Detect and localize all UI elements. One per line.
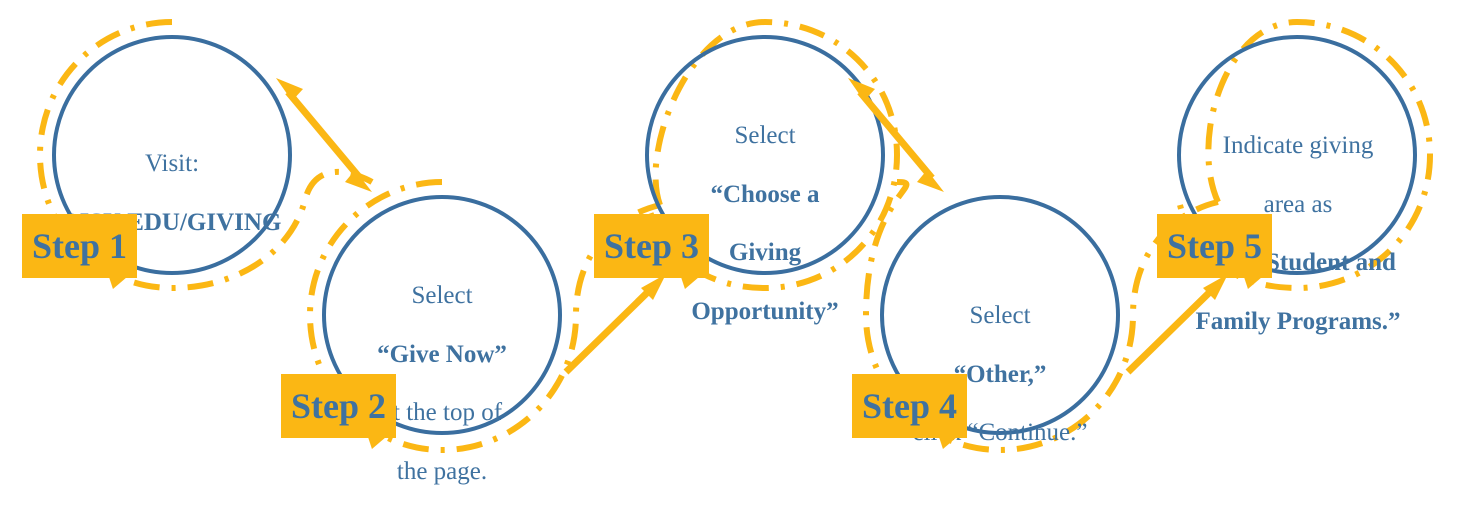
step-5-line-2: area as	[1263, 190, 1333, 218]
step-4-badge-label: Step 4	[861, 386, 958, 426]
ribbon-path-loop-five	[1177, 18, 1434, 292]
step-2-badge-label: Step 2	[290, 386, 387, 426]
step-1-badge[interactable]: Step 1	[22, 214, 137, 289]
step-circle-1	[52, 35, 292, 275]
ribbon-path-upper-left	[36, 19, 374, 292]
step-3-line-4: Opportunity”	[691, 297, 839, 325]
step-5-line-1: Indicate giving	[1222, 132, 1374, 160]
arrow-step4-to-step5	[1125, 274, 1228, 375]
ribbon-path-loop-three	[645, 18, 901, 292]
arrow-step1-to-step2	[276, 78, 372, 192]
step-circle-4	[880, 195, 1120, 435]
step-circle-5	[1177, 35, 1417, 275]
step-3-line-3: Giving	[728, 239, 802, 267]
arrow-step2-to-step3	[563, 274, 666, 375]
step-2-text: Select “Give Now” at the top of the page…	[330, 252, 554, 515]
step-1-badge-label: Step 1	[31, 226, 128, 266]
infographic-canvas: Visit: SJSU.EDU/GIVING Step 1 Select “Gi…	[22, 18, 1434, 485]
step-circle-3	[645, 35, 885, 275]
step-3-text: Select “Choose a Giving Opportunity”	[650, 92, 880, 355]
circles-group	[52, 35, 1417, 435]
step-3-badge-label: Step 3	[603, 226, 700, 266]
step-3-line-2: “Choose a	[710, 180, 820, 208]
ribbon-path-loop-four	[862, 179, 1219, 454]
step-3-badge[interactable]: Step 3	[594, 214, 709, 289]
step-4-line-1: Select	[969, 302, 1031, 330]
step-4-badge[interactable]: Step 4	[852, 374, 967, 449]
arrow-step3-to-step4	[848, 78, 944, 192]
step-5-badge[interactable]: Step 5	[1157, 214, 1272, 289]
step-circle-2	[322, 195, 562, 435]
step-2-badge[interactable]: Step 2	[281, 374, 396, 449]
step-2-line-1: Select	[411, 282, 473, 310]
flow-artwork	[36, 18, 1434, 454]
ribbon-path-loop-two	[306, 179, 661, 454]
step-2-line-2: “Give Now”	[377, 340, 507, 368]
step-3-line-1: Select	[734, 122, 796, 150]
step-4-line-2: “Other,”	[953, 360, 1047, 388]
ribbon-group	[36, 18, 1434, 454]
step-1-line-1: Visit:	[144, 150, 200, 178]
step-2-line-4: the page.	[396, 457, 488, 485]
step-5-line-4: Family Programs.”	[1195, 307, 1401, 335]
step-5-badge-label: Step 5	[1166, 226, 1263, 266]
